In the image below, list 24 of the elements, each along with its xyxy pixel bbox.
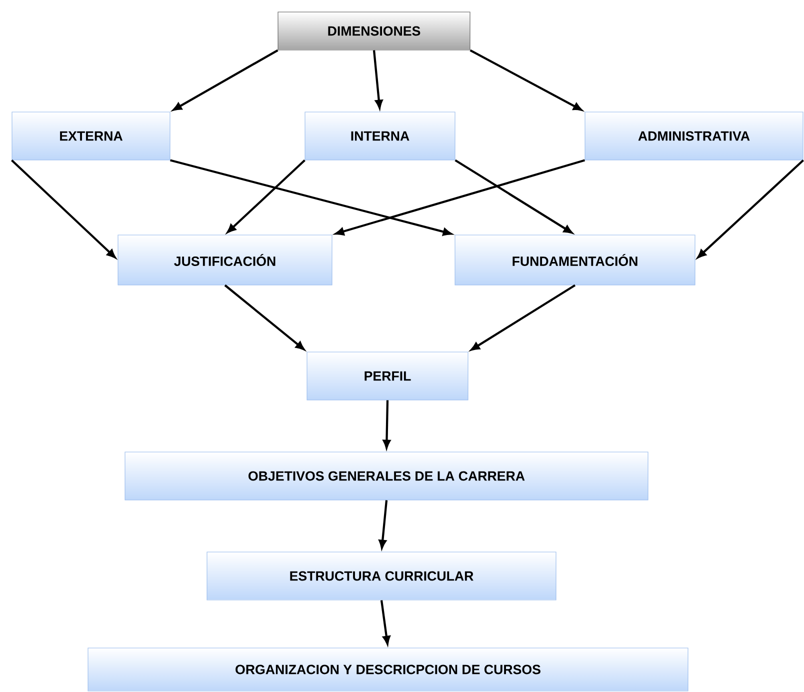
arrow [378,500,388,549]
arrow [172,49,278,111]
arrow [454,159,572,234]
process-box: ADMINISTRATIVA [584,112,804,160]
arrow [170,159,452,236]
arrow [470,49,582,111]
arrow [380,600,390,645]
process-box: PERFIL [306,352,468,400]
arrow [335,159,586,236]
process-box: INTERNA [304,112,456,160]
arrow [470,284,576,351]
process-box: JUSTIFICACIÓN [118,234,332,286]
arrow [224,284,304,350]
process-box: FUNDAMENTACIÓN [454,234,696,286]
arrow [382,400,391,449]
arrow [697,159,804,258]
process-box: ESTRUCTURA CURRICULAR [206,552,556,600]
arrow [11,159,116,258]
process-box: OBJETIVOS GENERALES DE LA CARRERA [124,452,648,500]
process-box: EXTERNA [12,112,170,160]
title-box: DIMENSIONES [278,12,470,50]
arrow [372,50,383,109]
arrow [227,159,306,233]
process-box: ORGANIZACION Y DESCRICPCION DE CURSOS [88,648,688,692]
